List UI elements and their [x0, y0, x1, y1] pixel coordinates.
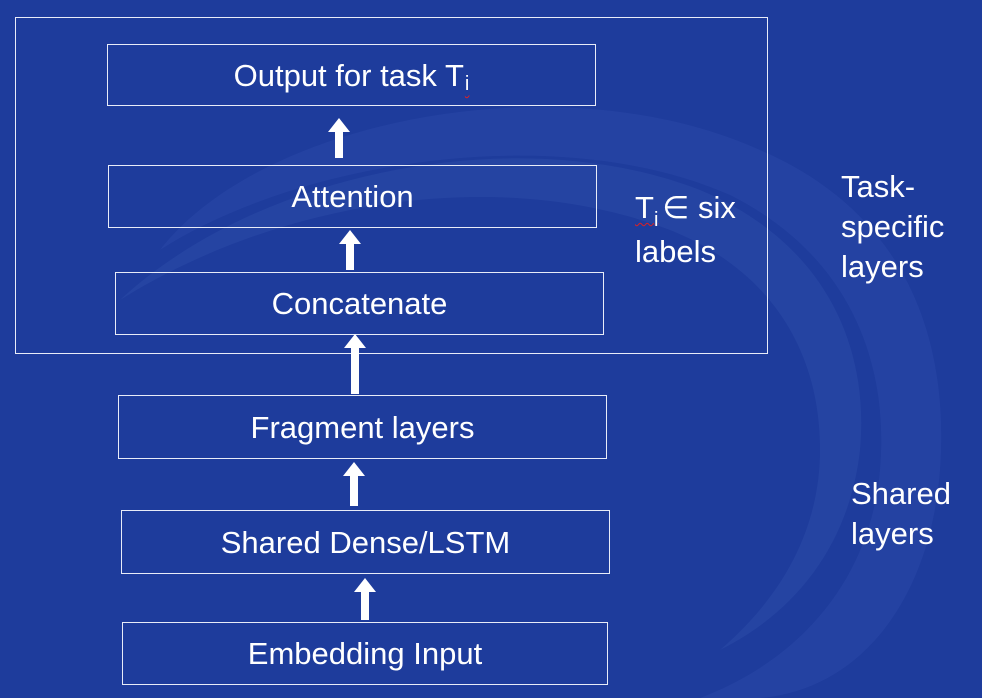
node-concatenate: Concatenate [115, 272, 604, 335]
label-task-specific-line3: layers [841, 249, 924, 284]
node-output-subscript: i [464, 73, 470, 95]
task-count-note-line1: Ti∈ six [635, 188, 736, 232]
node-output-label: Output for task T [233, 57, 464, 93]
label-task-specific-layers: Task- specific layers [841, 167, 944, 287]
task-count-note: Ti∈ six labels [635, 188, 736, 272]
arrow-shared-to-fragment [343, 462, 365, 506]
task-count-note-line2: labels [635, 234, 716, 269]
label-shared-line2: layers [851, 516, 934, 551]
task-count-note-rest: ∈ six [662, 190, 736, 225]
arrow-attention-to-output [328, 118, 350, 158]
node-concatenate-label: Concatenate [271, 286, 448, 321]
label-shared-line1: Shared [851, 476, 951, 511]
node-fragment: Fragment layers [118, 395, 607, 459]
node-attention-label: Attention [291, 179, 414, 214]
node-fragment-label: Fragment layers [250, 409, 475, 445]
node-embedding-label: Embedding Input [247, 636, 483, 671]
task-specific-frame [15, 17, 768, 354]
node-shared-dense-label: Shared Dense/LSTM [220, 524, 511, 560]
arrow-concatenate-to-attention [339, 230, 361, 270]
task-count-note-subscript: i [653, 209, 659, 231]
arrow-fragment-to-concatenate [344, 334, 366, 394]
node-attention: Attention [108, 165, 597, 228]
label-shared-layers: Shared layers [851, 474, 951, 554]
node-shared-dense: Shared Dense/LSTM [121, 510, 610, 574]
task-count-note-t: Ti [635, 190, 659, 231]
arrow-embedding-to-shared [354, 578, 376, 620]
node-embedding: Embedding Input [122, 622, 608, 685]
label-task-specific-line2: specific [841, 209, 945, 244]
label-task-specific-line1: Task- [841, 169, 916, 204]
